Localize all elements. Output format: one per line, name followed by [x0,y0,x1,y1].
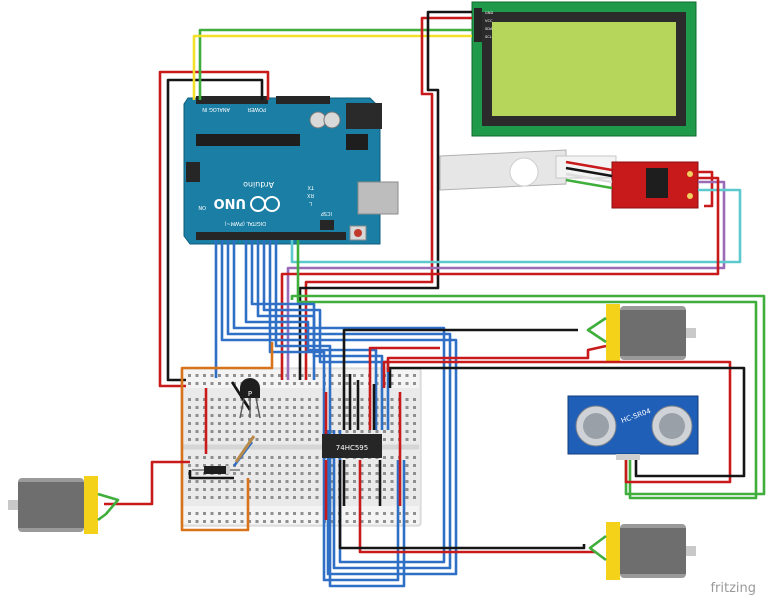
wires [97,10,766,588]
board-tx-label: TX [307,184,315,190]
wire-blue-10 [250,240,316,380]
wire-red-motor-b [358,460,596,554]
lcd-pin-sda: SDA [485,27,493,31]
lcd-pin-gnd: GND [485,11,493,15]
ic-label: 74HC595 [336,444,368,452]
wire-black-sensor [388,366,746,478]
wire-black-bb-6 [188,470,234,480]
wire-white-cell [565,172,613,184]
motor-left [8,476,98,534]
lcd-display: GND VCC SDA SCL [471,1,697,137]
wire-green-motor-l [97,492,120,522]
wire-cyan-hx [290,188,742,264]
wire-purple-hx [286,180,726,380]
wire-red-power [158,70,270,388]
brand-label: fritzing [710,581,756,596]
wire-black-motor-b [338,460,586,550]
transistor: P [239,378,261,419]
lcd-pin-vcc: VCC [485,19,493,23]
wire-blue-8 [268,240,400,582]
wire-blue-5 [244,240,378,430]
wire-blue-3 [226,240,452,570]
wire-orange [180,342,274,532]
board-rx-label: RX [307,192,314,198]
wire-green-long [296,240,758,500]
wire-green-sda [198,28,472,100]
wire-green-motor-br [588,534,607,562]
wire-black-ic [342,328,578,430]
lcd-pin-scl: SCL [485,35,492,39]
wire-red-ic [368,346,440,430]
arduino-board: UNO Arduino ANALOG IN POWER DIGITAL (PWM… [183,96,399,245]
board-icsp-label: ICSP [321,210,332,216]
wire-green-cell [565,178,613,190]
board-header-digital: DIGITAL (PWM~) [224,220,266,226]
board-header-power: POWER [247,106,266,112]
wire-blue-7 [262,240,390,430]
wire-red-lcd-vcc [304,16,472,380]
ultrasonic-sensor: HC-SR04 [567,395,699,460]
wire-blue-2 [220,240,458,576]
board-l-label: L [309,200,312,206]
shift-register-ic: 74HC595 [322,434,382,458]
diode [192,466,240,474]
board-name: Arduino [243,180,274,189]
wire-black-cell [565,166,613,178]
breadboard [180,367,422,527]
board-header-analog: ANALOG IN [202,106,230,112]
wire-green-motor-tr [586,316,607,344]
hx711-amplifier [611,161,699,209]
wire-red-motor-tr [386,344,607,372]
motor-bottom-right [606,522,696,580]
wire-green-long-2 [290,294,766,496]
board-on-label: ON [198,204,206,210]
motor-top-right [606,304,696,362]
wire-red-sensor [382,360,732,484]
wire-yellow-scl [192,34,472,100]
resistor [234,435,256,463]
transistor-label: P [248,390,252,398]
wire-black-gnd [166,78,264,382]
load-cell [439,149,617,191]
wire-red-motor-l [104,460,190,506]
wire-blue-9 [274,240,406,588]
wire-red-cell [565,160,613,172]
board-logo: UNO [214,195,247,210]
wire-black-lcd-gnd [298,10,472,380]
